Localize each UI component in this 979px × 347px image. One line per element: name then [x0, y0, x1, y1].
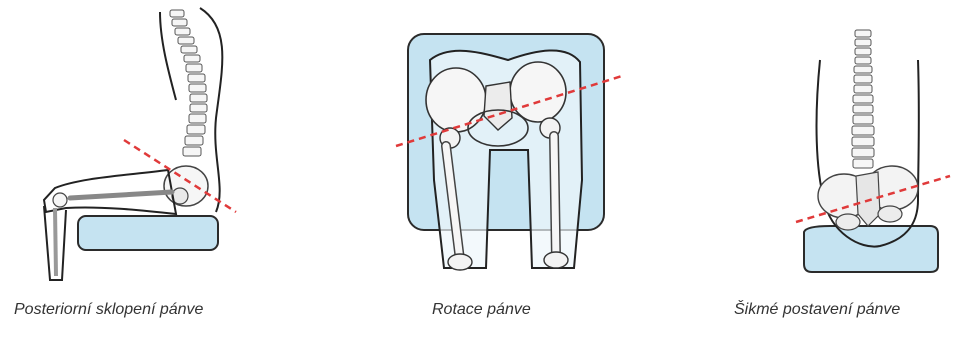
spine-back-view-illustration: [720, 0, 979, 295]
knee-joint: [53, 193, 67, 207]
figure-pelvic-obliquity: Šikmé postavení pánve: [720, 0, 979, 347]
spine-vertebrae-back: [852, 30, 874, 168]
right-femur-inner: [554, 136, 556, 258]
left-knee: [448, 254, 472, 270]
femur-bone: [70, 192, 172, 198]
seat-cushion-oblique: [804, 226, 938, 272]
tibia-bone: [55, 208, 56, 276]
caption-oblique: Šikmé postavení pánve: [734, 300, 900, 320]
spine-vertebrae: [170, 10, 207, 156]
sacrum-back: [856, 172, 880, 226]
right-ilium: [510, 62, 566, 122]
right-knee: [544, 252, 568, 268]
figure-pelvic-rotation: Rotace pánve: [360, 0, 660, 347]
caption-rotation: Rotace pánve: [432, 300, 531, 320]
pelvis-front-view-on-cushion-illustration: [360, 0, 660, 295]
caption-posterior-tilt: Posteriorní sklopení pánve: [14, 300, 203, 320]
figure-posterior-tilt: Posteriorní sklopení pánve: [0, 0, 300, 347]
left-ilium: [426, 68, 486, 132]
seat-cushion-shape: [78, 216, 218, 250]
right-ischium: [878, 206, 902, 222]
seated-side-view-pelvis-illustration: [0, 0, 300, 295]
left-ischium: [836, 214, 860, 230]
